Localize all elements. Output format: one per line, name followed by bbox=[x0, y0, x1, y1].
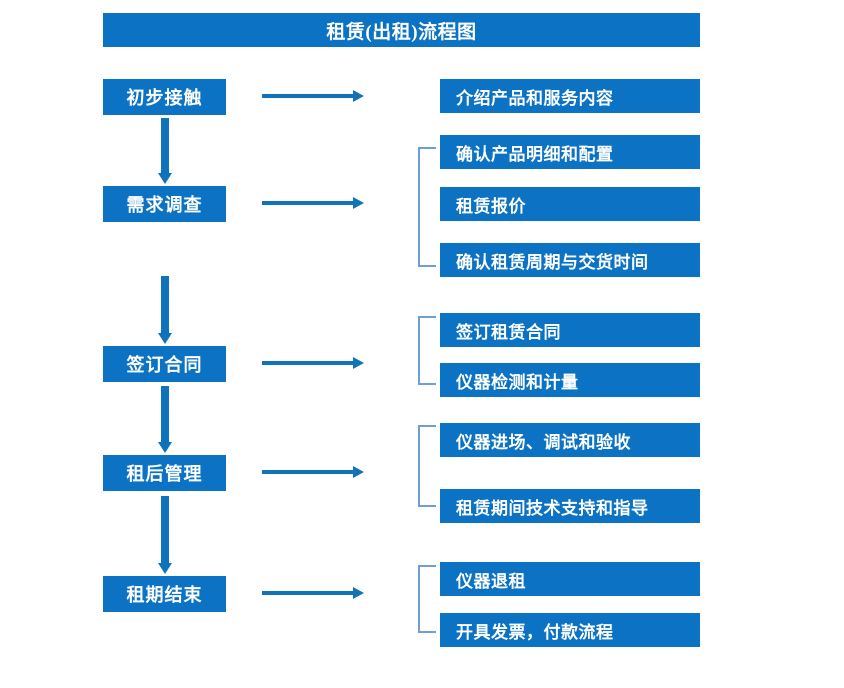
group-bracket-2 bbox=[418, 147, 436, 267]
vertical-arrow-3-to-4 bbox=[158, 386, 172, 453]
arrow-shaft bbox=[262, 94, 354, 98]
arrow-shaft bbox=[161, 386, 169, 442]
arrow-head-icon bbox=[158, 442, 172, 453]
detail-node-9[interactable]: 仪器退租 bbox=[440, 562, 700, 596]
arrow-head-icon bbox=[353, 466, 364, 478]
group-bracket-5 bbox=[418, 565, 436, 633]
detail-node-3[interactable]: 租赁报价 bbox=[440, 187, 700, 221]
arrow-head-icon bbox=[158, 173, 172, 184]
arrow-shaft bbox=[262, 591, 354, 595]
arrow-shaft bbox=[161, 276, 169, 333]
stage-node-3[interactable]: 签订合同 bbox=[103, 346, 226, 382]
vertical-arrow-4-to-5 bbox=[158, 496, 172, 574]
arrow-head-icon bbox=[353, 357, 364, 369]
arrow-head-icon bbox=[158, 333, 172, 344]
horizontal-arrow-1 bbox=[262, 90, 364, 102]
page-title: 租赁(出租)流程图 bbox=[103, 13, 700, 47]
arrow-shaft bbox=[262, 201, 354, 205]
stage-node-2[interactable]: 需求调查 bbox=[103, 186, 226, 222]
arrow-head-icon bbox=[353, 197, 364, 209]
horizontal-arrow-5 bbox=[262, 587, 364, 599]
detail-node-5[interactable]: 签订租赁合同 bbox=[440, 313, 700, 347]
horizontal-arrow-3 bbox=[262, 357, 364, 369]
detail-node-4[interactable]: 确认租赁周期与交货时间 bbox=[440, 243, 700, 277]
stage-node-5[interactable]: 租期结束 bbox=[103, 576, 226, 612]
arrow-head-icon bbox=[353, 587, 364, 599]
vertical-arrow-2-to-3 bbox=[158, 276, 172, 344]
arrow-head-icon bbox=[353, 90, 364, 102]
detail-node-8[interactable]: 租赁期间技术支持和指导 bbox=[440, 489, 700, 523]
arrow-shaft bbox=[262, 470, 354, 474]
arrow-shaft bbox=[161, 118, 169, 173]
horizontal-arrow-2 bbox=[262, 197, 364, 209]
horizontal-arrow-4 bbox=[262, 466, 364, 478]
stage-node-1[interactable]: 初步接触 bbox=[103, 79, 226, 115]
detail-node-10[interactable]: 开具发票，付款流程 bbox=[440, 613, 700, 647]
detail-node-1[interactable]: 介绍产品和服务内容 bbox=[440, 79, 700, 113]
vertical-arrow-1-to-2 bbox=[158, 118, 172, 184]
arrow-shaft bbox=[262, 361, 354, 365]
group-bracket-3 bbox=[418, 316, 436, 385]
arrow-shaft bbox=[161, 496, 169, 563]
detail-node-7[interactable]: 仪器进场、调试和验收 bbox=[440, 423, 700, 457]
arrow-head-icon bbox=[158, 563, 172, 574]
detail-node-2[interactable]: 确认产品明细和配置 bbox=[440, 135, 700, 169]
detail-node-6[interactable]: 仪器检测和计量 bbox=[440, 363, 700, 397]
group-bracket-4 bbox=[418, 425, 436, 507]
stage-node-4[interactable]: 租后管理 bbox=[103, 455, 226, 491]
